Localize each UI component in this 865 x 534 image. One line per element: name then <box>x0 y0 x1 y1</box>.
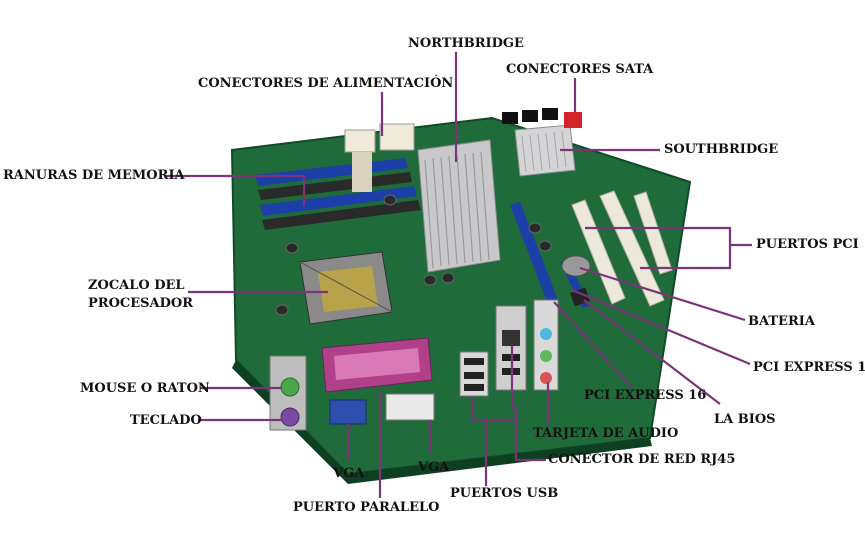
label-vga-right: VGA <box>418 460 450 475</box>
label-bateria: BATERIA <box>748 314 815 329</box>
label-puertos-pci: PUERTOS PCI <box>756 237 859 252</box>
pointer-bios <box>583 299 721 405</box>
power-connectors <box>344 123 415 192</box>
label-pci-express-16: PCI EXPRESS 16 <box>584 388 707 403</box>
label-zocalo-line2: PROCESADOR <box>88 296 194 311</box>
label-pci-express-1: PCI EXPRESS 1 <box>753 360 865 375</box>
label-puertos-usb: PUERTOS USB <box>450 486 559 501</box>
pcb-edge <box>232 360 652 484</box>
label-ranuras-memoria: RANURAS DE MEMORIA <box>3 168 185 183</box>
label-mouse: MOUSE O RATON <box>80 381 210 396</box>
pointer-pcie16 <box>553 301 633 389</box>
label-conectores-sata: CONECTORES SATA <box>506 62 654 77</box>
southbridge-heatsink <box>514 124 576 177</box>
pointer-red <box>510 346 546 462</box>
keyboard-port <box>280 407 300 427</box>
label-vga-left: VGA <box>333 466 365 481</box>
northbridge-heatsink <box>417 139 501 273</box>
usb-ports <box>459 351 489 397</box>
label-conector-red: CONECTOR DE RED RJ45 <box>548 452 736 467</box>
cpu-socket <box>299 251 393 325</box>
pointer-bateria <box>579 266 746 322</box>
pointer-lines <box>166 52 752 498</box>
audio-jacks <box>533 299 559 391</box>
label-zocalo-line1: ZOCALO DEL <box>88 278 185 293</box>
label-teclado: TECLADO <box>130 413 202 428</box>
vga-port-left <box>329 399 367 425</box>
label-puerto-paralelo: PUERTO PARALELO <box>293 500 440 515</box>
pointer-pcie1 <box>571 288 751 366</box>
label-conectores-alimentacion: CONECTORES DE ALIMENTACIÓN <box>198 76 454 91</box>
sata-connectors <box>502 108 582 128</box>
label-southbridge: SOUTHBRIDGE <box>664 142 779 157</box>
pointer-pci <box>585 226 732 270</box>
cmos-battery <box>561 255 591 277</box>
pcie16-slot <box>510 202 558 304</box>
label-northbridge: NORTHBRIDGE <box>408 36 524 51</box>
memory-slots <box>255 158 421 230</box>
vga-port-right <box>385 393 435 421</box>
mouse-port <box>280 377 300 397</box>
pointer-usb <box>470 396 516 422</box>
label-tarjeta-audio: TARJETA DE AUDIO <box>533 426 679 441</box>
capacitors <box>275 194 552 316</box>
label-la-bios: LA BIOS <box>714 412 776 427</box>
